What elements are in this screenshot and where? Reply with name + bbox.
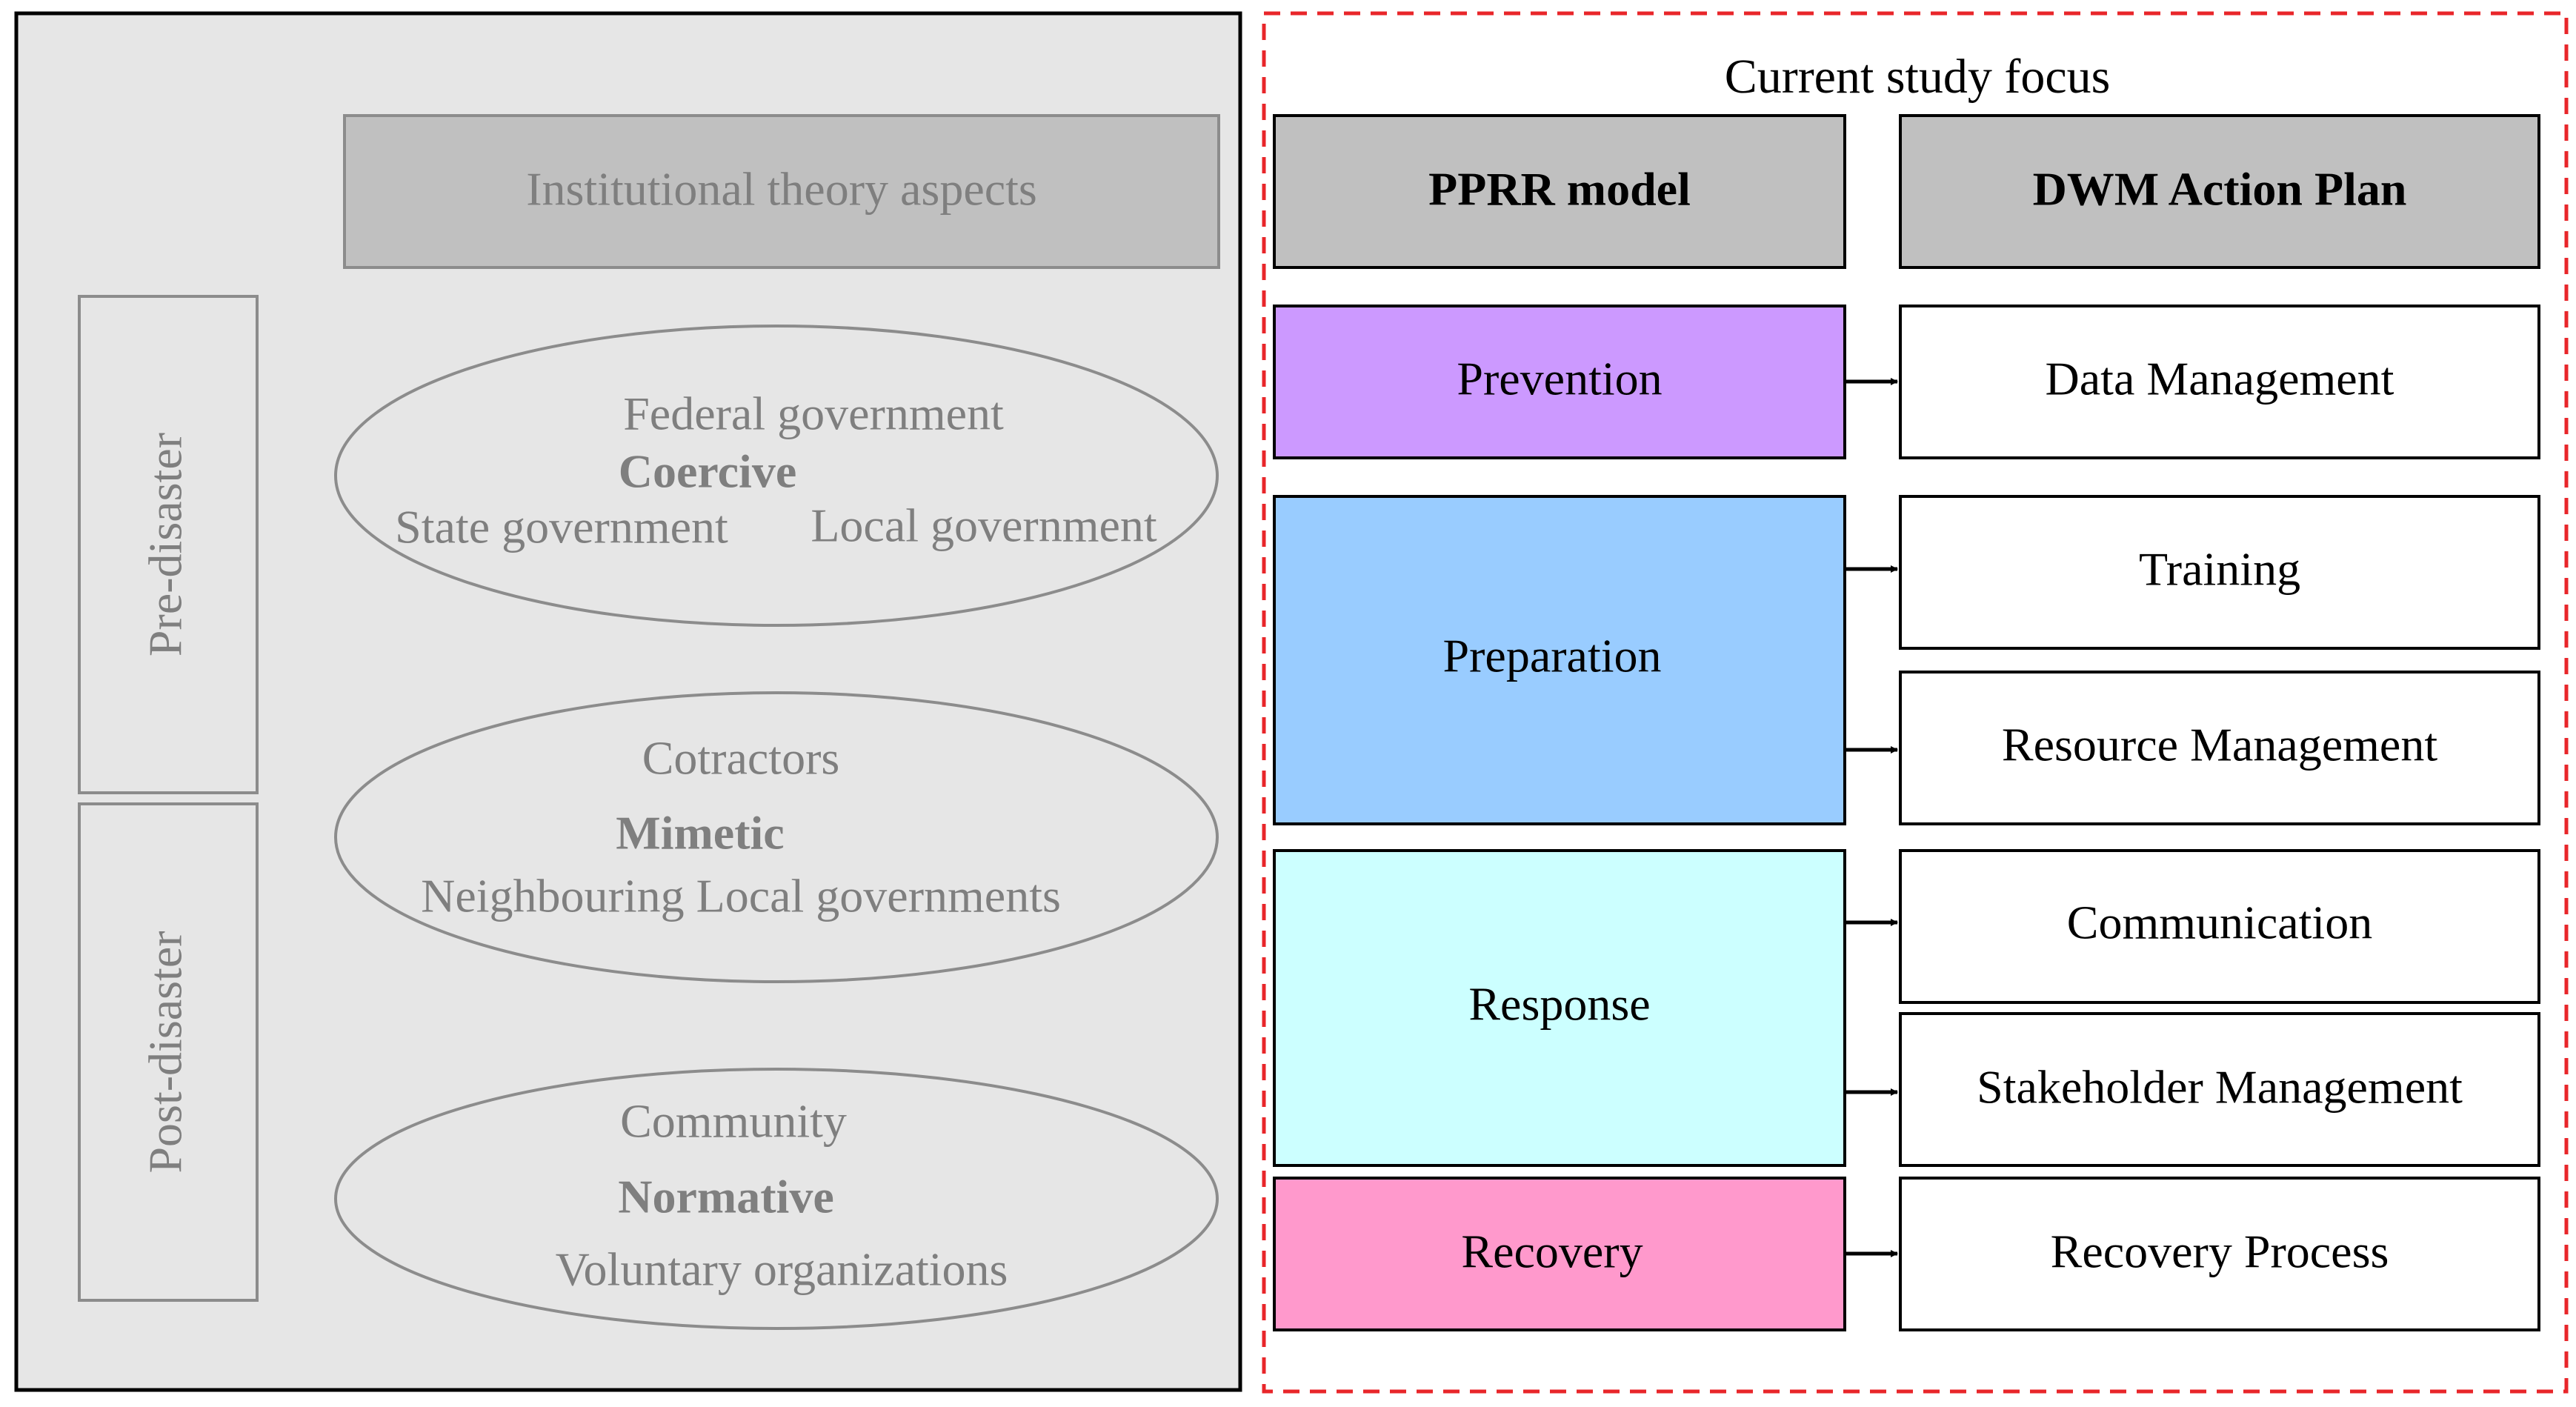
- action-resource-management: Resource Management: [2002, 719, 2437, 771]
- action-box-communication: [1899, 849, 2540, 1004]
- phase-box-pre: [78, 295, 259, 794]
- stage-prevention: Prevention: [1457, 353, 1662, 405]
- mimetic-actor-contractors: Cotractors: [642, 732, 840, 785]
- action-box-recovery-process: [1899, 1177, 2540, 1331]
- normative-actor-community: Community: [620, 1095, 847, 1148]
- stage-recovery: Recovery: [1461, 1225, 1643, 1278]
- stage-preparation: Preparation: [1443, 630, 1662, 682]
- study-focus-title: Current study focus: [1725, 50, 2111, 104]
- action-box-data-management: [1899, 305, 2540, 459]
- coercive-actor-local: Local government: [811, 499, 1157, 552]
- action-box-stakeholder-management: [1899, 1012, 2540, 1167]
- pillar-mimetic: Mimetic: [616, 807, 784, 859]
- action-recovery-process: Recovery Process: [2051, 1225, 2389, 1278]
- stage-box-prevention: [1273, 305, 1846, 459]
- pprr-header-box: [1273, 114, 1846, 269]
- phase-box-post: [78, 802, 259, 1302]
- institutional-header: Institutional theory aspects: [526, 163, 1037, 216]
- study-focus-panel: Current study focus PPRR model DWM Actio…: [1262, 11, 2569, 1394]
- action-data-management: Data Management: [2046, 353, 2394, 405]
- coercive-actor-state: State government: [395, 501, 728, 553]
- action-communication: Communication: [2067, 897, 2372, 949]
- action-stakeholder-management: Stakeholder Management: [1977, 1061, 2463, 1114]
- pillar-coercive: Coercive: [619, 445, 796, 498]
- pillar-ellipse-normative: [334, 1068, 1219, 1330]
- dwm-header: DWM Action Plan: [2033, 163, 2407, 216]
- dwm-header-box: [1899, 114, 2540, 269]
- stage-box-recovery: [1273, 1177, 1846, 1331]
- phase-pre-disaster: Pre-disaster: [139, 433, 192, 656]
- action-box-training: [1899, 495, 2540, 650]
- stage-box-response: [1273, 849, 1846, 1167]
- stage-response: Response: [1468, 978, 1650, 1031]
- action-training: Training: [2139, 543, 2300, 596]
- pprr-header: PPRR model: [1428, 163, 1691, 216]
- coercive-actor-federal: Federal government: [623, 387, 1004, 440]
- stage-box-preparation: [1273, 495, 1846, 825]
- action-box-resource-management: [1899, 671, 2540, 825]
- normative-actor-voluntary: Voluntary organizations: [556, 1243, 1008, 1296]
- pillar-normative: Normative: [618, 1171, 833, 1223]
- pillar-ellipse-mimetic: [334, 691, 1219, 983]
- pillar-ellipse-coercive: [334, 325, 1219, 627]
- mimetic-actor-neighbouring: Neighbouring Local governments: [421, 870, 1061, 922]
- phase-post-disaster: Post-disaster: [139, 931, 192, 1173]
- institutional-panel: Institutional theory aspects Pre-disaste…: [14, 11, 1242, 1392]
- institutional-header-box: [343, 114, 1220, 269]
